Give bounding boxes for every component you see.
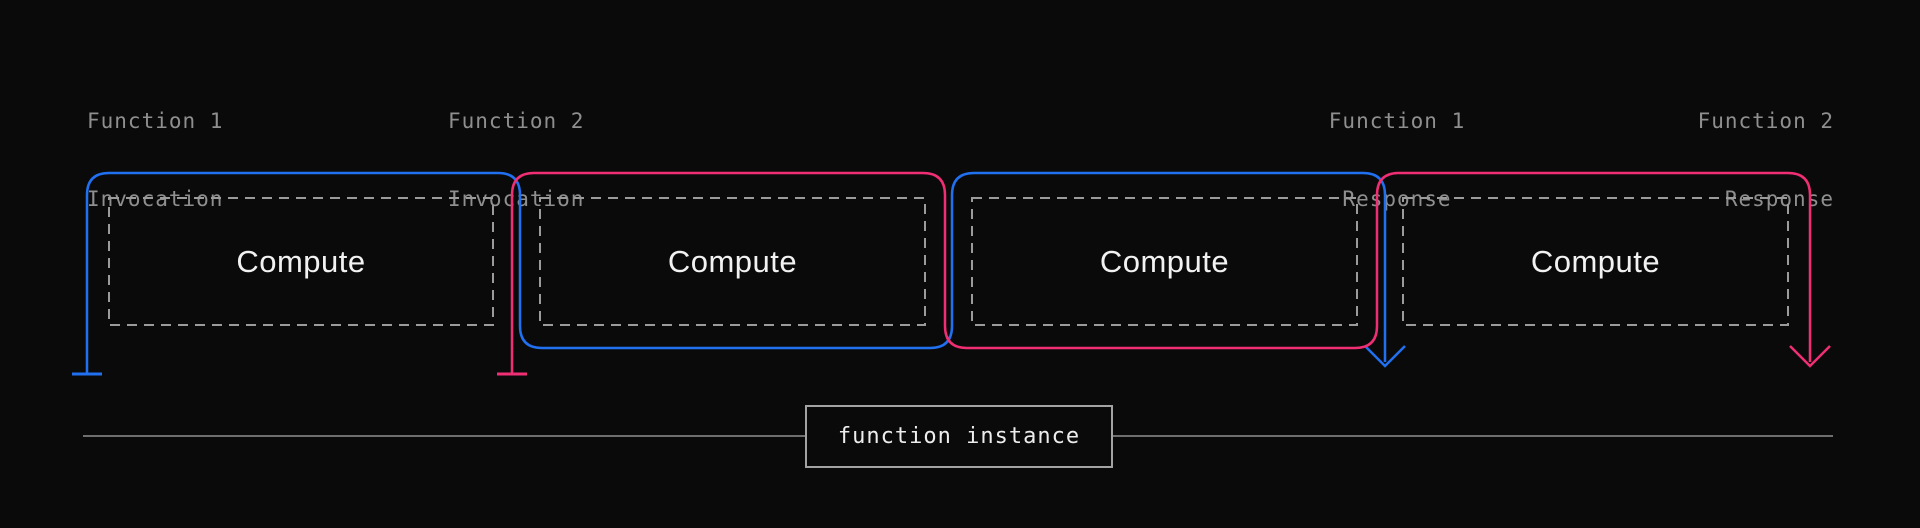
function-instance-label: function instance [837, 424, 1081, 449]
label-function2-response: Function 2 Response [1698, 56, 1834, 264]
function2-flow-path [510, 171, 1812, 374]
function1-flow-path [85, 171, 1387, 374]
label-line: Function 1 [1328, 109, 1466, 133]
label-line: Response [1342, 187, 1452, 211]
compute-block-3: Compute [972, 198, 1357, 325]
compute-block-outline-1 [108, 197, 494, 326]
function2-response-arrow [1789, 345, 1831, 368]
compute-block-outline-4 [1402, 197, 1789, 326]
compute-block-4: Compute [1403, 198, 1788, 325]
label-line: Function 2 [1697, 109, 1834, 133]
label-function1-response: Function 1 Response [1329, 56, 1465, 264]
label-line: Function 1 [87, 109, 224, 133]
compute-block-label: Compute [667, 243, 798, 279]
function-instance-box: function instance [805, 405, 1113, 468]
compute-block-2: Compute [540, 198, 925, 325]
compute-block-label: Compute [1099, 243, 1230, 279]
compute-block-1: Compute [109, 198, 493, 325]
compute-block-outline-3 [971, 197, 1358, 326]
label-line: Function 2 [448, 109, 585, 133]
function1-response-arrow [1364, 345, 1406, 368]
compute-block-outline-2 [539, 197, 926, 326]
compute-block-label: Compute [1530, 243, 1661, 279]
compute-block-label: Compute [236, 243, 366, 279]
